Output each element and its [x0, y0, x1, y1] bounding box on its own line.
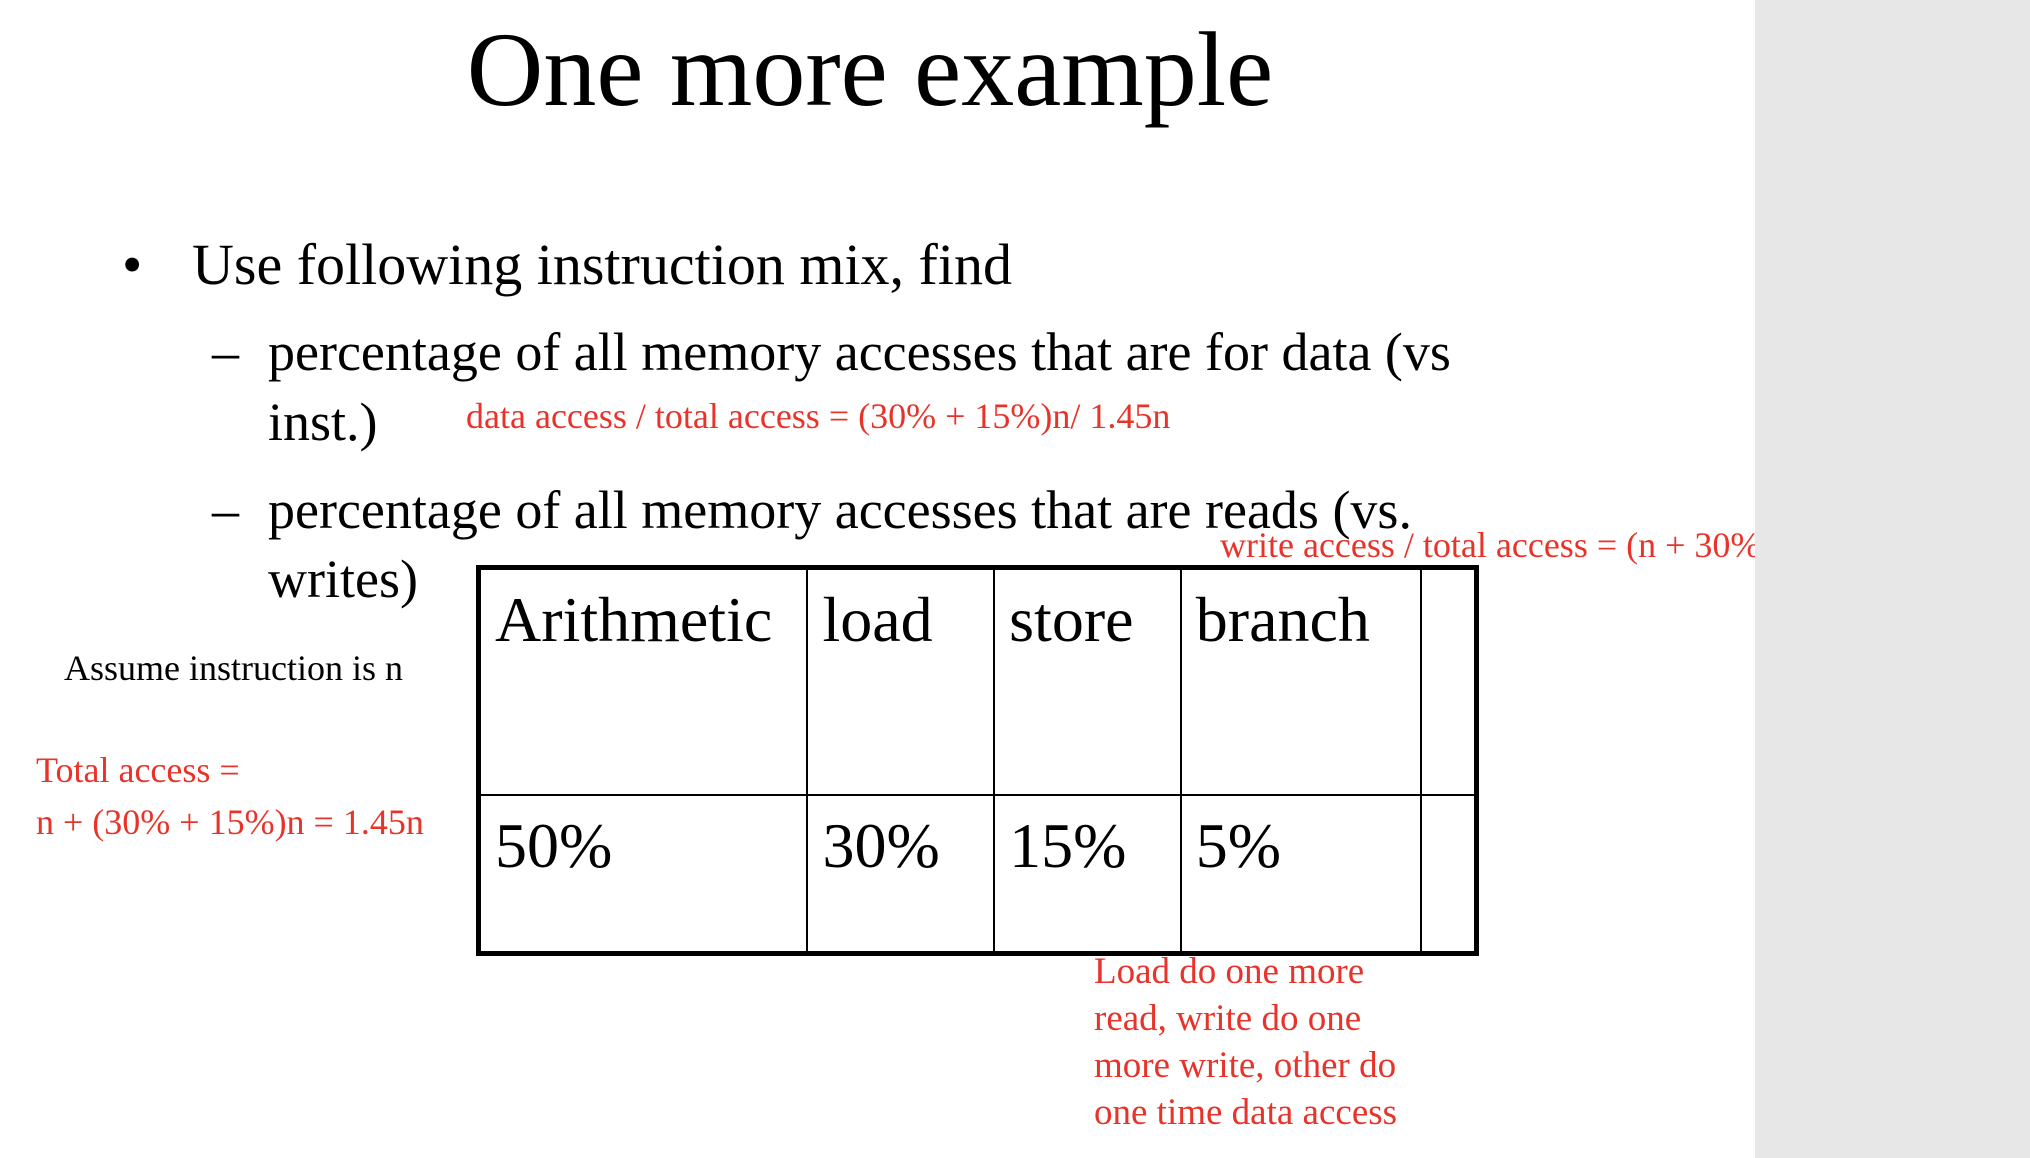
annotation-load-note-line4: one time data access: [1094, 1092, 1398, 1133]
sub-bullet-2-line1: percentage of all memory accesses that a…: [268, 480, 1412, 540]
table-value-cell: [1419, 794, 1478, 955]
sub-bullet-marker-1: –: [212, 322, 239, 382]
annotation-load-note-line3: more write, other do: [1094, 1045, 1397, 1086]
note-assume-instruction: Assume instruction is n: [64, 648, 403, 688]
sub-bullet-2-line2: writes): [268, 549, 418, 609]
side-panel: [1755, 0, 2030, 1158]
sub-bullet-1-line2: inst.): [268, 392, 378, 452]
slide-title: One more example: [466, 11, 1274, 128]
slide-canvas: One more example • Use following instruc…: [36, 11, 1927, 1133]
table-value-cell: 5%: [1179, 794, 1422, 955]
table-row: 50% 30% 15% 5%: [477, 794, 1478, 955]
table-value-cell: 15%: [993, 794, 1182, 955]
sub-bullet-1-line1: percentage of all memory accesses that a…: [268, 322, 1451, 382]
table-header-row: Arithmetic load store branch: [477, 566, 1478, 796]
annotation-data-access: data access / total access = (30% + 15%)…: [466, 396, 1171, 436]
table-value-cell: 50%: [477, 794, 809, 955]
annotation-load-note-line2: read, write do one: [1094, 998, 1362, 1039]
bullet-marker: •: [122, 232, 143, 297]
sub-bullet-marker-2: –: [212, 480, 239, 540]
bullet-text: Use following instruction mix, find: [192, 232, 1012, 297]
annotation-load-note-line1: Load do one more: [1094, 951, 1365, 992]
annotation-total-line2: n + (30% + 15%)n = 1.45n: [36, 802, 424, 842]
table-header-cell: load: [806, 566, 996, 796]
table-header-cell: store: [993, 566, 1182, 796]
annotation-total-line1: Total access =: [36, 750, 240, 790]
table-header-cell: branch: [1179, 566, 1422, 796]
instruction-mix-table: Arithmetic load store branch 50% 30% 15%…: [476, 565, 1479, 956]
table-header-cell: [1419, 566, 1478, 796]
table-value-cell: 30%: [806, 794, 996, 955]
table-header-cell: Arithmetic: [477, 566, 809, 796]
